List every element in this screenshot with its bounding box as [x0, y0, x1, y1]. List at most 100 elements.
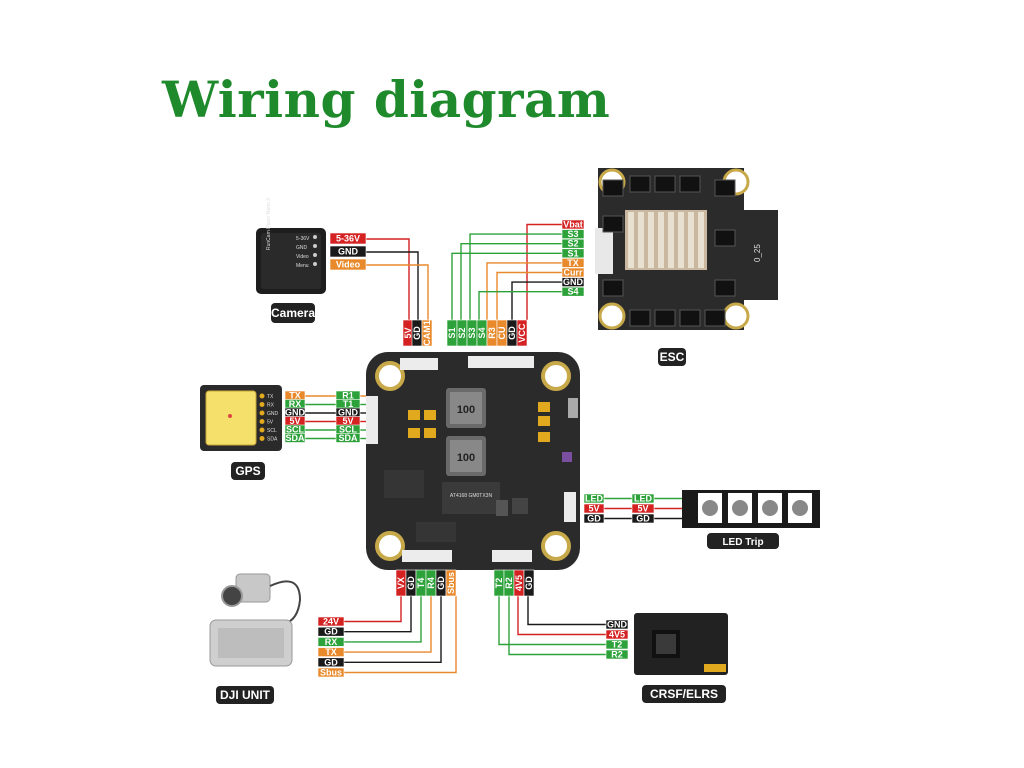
inductor-2-label: 100: [457, 452, 475, 464]
svg-text:GD: GD: [587, 514, 601, 524]
svg-text:GND: GND: [338, 247, 359, 257]
esc-wire-label-4: TX: [561, 258, 585, 268]
camera-wire-label-2: Video: [329, 258, 367, 271]
fc-esc-pin-1: S2: [456, 319, 468, 347]
chip-text: AT4168 GM0TX3N: [450, 493, 493, 499]
fc-esc-pin-3: S4: [476, 319, 488, 347]
dji-caption: DJI UNIT: [220, 688, 271, 702]
gps-caption: GPS: [235, 464, 260, 478]
camera-pin-5-36v: 5-36V: [296, 236, 310, 242]
esc-board: 0_25 ESC: [595, 168, 778, 366]
svg-text:RX: RX: [325, 637, 338, 647]
flight-controller: 100 100 AT4168 GM0TX3N: [366, 352, 580, 570]
camera-brand-text: RunCam Racer Nano 3: [266, 198, 272, 250]
crsf-receiver: CRSF/ELRS: [634, 613, 728, 703]
svg-text:S1: S1: [567, 248, 578, 258]
camera-pin-gnd: GND: [296, 245, 308, 251]
gps-pin-rx: RX: [267, 403, 275, 409]
svg-text:GD: GD: [406, 576, 416, 590]
svg-text:GND: GND: [338, 408, 359, 418]
svg-text:5-36V: 5-36V: [336, 234, 360, 244]
svg-text:CU: CU: [497, 327, 507, 340]
fc-crsf-pin-1: R2: [503, 569, 515, 597]
dji-wire-label-4: GD: [317, 657, 345, 667]
svg-text:LED: LED: [634, 494, 653, 504]
gps-wire-label-5: SDA: [284, 433, 306, 443]
fc-dji-pin-1: GD: [405, 569, 417, 597]
svg-text:GD: GD: [636, 514, 650, 524]
svg-text:T4: T4: [416, 578, 426, 589]
svg-text:T1: T1: [343, 399, 354, 409]
svg-text:S3: S3: [567, 229, 578, 239]
fc-crsf-pin-0: T2: [493, 569, 505, 597]
svg-text:S2: S2: [567, 239, 578, 249]
crsf-wire-label-3: R2: [605, 650, 629, 660]
camera-wire-label-1: GND: [329, 245, 367, 258]
page-title: Wiring diagram: [162, 70, 611, 129]
led-fc-label-0: LED: [583, 494, 605, 504]
fc-crsf-pin-3: GD: [523, 569, 535, 597]
dji-wire-label-1: GD: [317, 627, 345, 637]
svg-text:5V: 5V: [637, 504, 648, 514]
svg-text:R3: R3: [487, 327, 497, 339]
esc-wire-label-5: Curr: [561, 268, 585, 278]
gps-pin-gnd: GND: [267, 411, 279, 417]
esc-wire-label-2: S2: [561, 239, 585, 249]
camera-caption: Camera: [271, 306, 315, 320]
fc-dji-pin-3: R4: [425, 569, 437, 597]
camera-wire-label-0: 5-36V: [329, 232, 367, 245]
svg-text:S4: S4: [567, 287, 578, 297]
svg-text:SDA: SDA: [338, 433, 358, 443]
svg-text:R2: R2: [611, 650, 623, 660]
svg-text:Vbat: Vbat: [563, 220, 583, 230]
svg-text:GD: GD: [436, 576, 446, 590]
fc-esc-pin-5: CU: [496, 319, 508, 347]
led-wire-label-1: 5V: [631, 504, 655, 514]
led-caption: LED Trip: [722, 537, 763, 548]
esc-wire-label-1: S3: [561, 229, 585, 239]
svg-text:Video: Video: [336, 260, 361, 270]
svg-text:5V: 5V: [289, 416, 300, 426]
svg-text:SCL: SCL: [286, 425, 305, 435]
svg-text:VX: VX: [396, 577, 406, 589]
svg-text:5V: 5V: [588, 504, 599, 514]
svg-text:R4: R4: [426, 577, 436, 589]
led-wire-label-0: LED: [631, 494, 655, 504]
svg-text:CAM1: CAM1: [422, 320, 432, 346]
dji-wire-label-2: RX: [317, 637, 345, 647]
svg-text:Curr: Curr: [563, 268, 582, 278]
inductor-1-label: 100: [457, 404, 475, 416]
fc-dji-pin-5: Sbus: [445, 569, 457, 597]
esc-caption: ESC: [660, 350, 685, 364]
gps-fc-label-5: SDA: [335, 433, 361, 443]
svg-text:S3: S3: [467, 327, 477, 338]
esc-wire-label-0: Vbat: [561, 220, 585, 230]
dji-unit: DJI UNIT: [209, 573, 302, 704]
fc-esc-pin-7: VCC: [516, 319, 528, 347]
fc-esc-pin-6: GD: [506, 319, 518, 347]
fc-dji-pin-0: VX: [395, 569, 407, 597]
svg-text:T2: T2: [612, 640, 623, 650]
dji-wire-label-5: Sbus: [317, 668, 345, 678]
svg-text:R2: R2: [504, 577, 514, 589]
fc-esc-pin-4: R3: [486, 319, 498, 347]
gps-pin-sda: SDA: [267, 437, 278, 443]
led-strip: LED Trip: [682, 490, 820, 549]
fc-dji-pin-4: GD: [435, 569, 447, 597]
gps-pin-scl: SCL: [267, 428, 277, 434]
fc-crsf-pin-2: 4V5: [513, 569, 525, 597]
camera-pin-video: Video: [296, 254, 309, 260]
crsf-caption: CRSF/ELRS: [650, 687, 718, 701]
svg-text:4V5: 4V5: [514, 575, 524, 591]
svg-text:S2: S2: [457, 327, 467, 338]
svg-text:TX: TX: [289, 391, 301, 401]
svg-text:GD: GD: [507, 326, 517, 340]
svg-text:Sbus: Sbus: [320, 668, 342, 678]
svg-text:VCC: VCC: [517, 323, 527, 343]
svg-text:GD: GD: [324, 627, 338, 637]
svg-text:GND: GND: [607, 620, 628, 630]
